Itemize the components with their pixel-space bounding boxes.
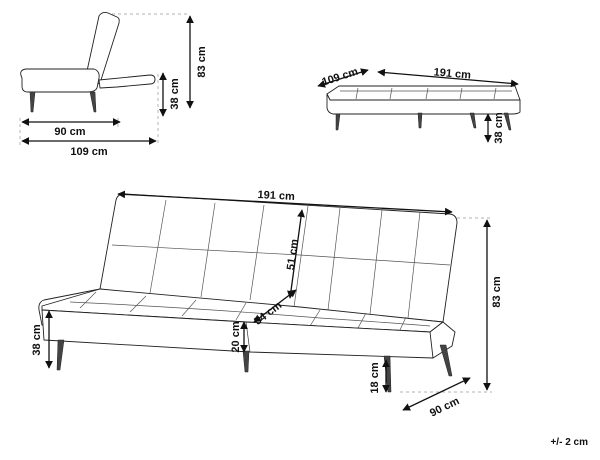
side-leg-back [89,91,97,113]
label-leg-height: 18 cm [369,362,381,393]
label-bed-depth: 109 cm [320,66,359,89]
label-backrest-height: 51 cm [285,238,301,271]
main-leg-left [56,339,65,371]
bed-leg-1 [335,113,341,131]
side-view: 83 cm 38 cm 90 cm 109 cm [19,11,208,158]
label-seat-height: 38 cm [31,324,43,355]
bed-leg-4 [503,112,512,131]
side-leg-front [29,91,36,113]
main-leg-right-back [439,344,453,377]
bed-leg-2 [417,112,423,129]
main-leg-right-front [383,355,392,393]
label-side-seat-height: 38 cm [169,78,181,109]
side-armrest [98,74,156,89]
label-side-height: 83 cm [196,46,208,77]
bed-front [326,93,521,115]
bed-view: 109 cm 191 cm 38 cm [317,66,521,144]
tolerance-note: +/- 2 cm [550,437,588,448]
main-leg-center [242,350,250,373]
label-total-depth: 90 cm [428,395,461,420]
label-main-width: 191 cm [257,189,295,203]
label-bed-height: 38 cm [493,112,505,143]
side-seat [20,68,100,93]
bed-leg-3 [469,112,477,129]
label-side-total-depth: 109 cm [70,146,108,158]
main-view: 191 cm 51 cm 54 cm 38 cm 20 cm 83 cm 18 … [31,189,503,419]
label-total-height: 83 cm [491,276,503,307]
main-side-panel [429,321,456,359]
label-bed-width: 191 cm [433,66,471,81]
label-side-depth: 90 cm [54,126,85,138]
label-frame-height: 20 cm [230,321,242,352]
